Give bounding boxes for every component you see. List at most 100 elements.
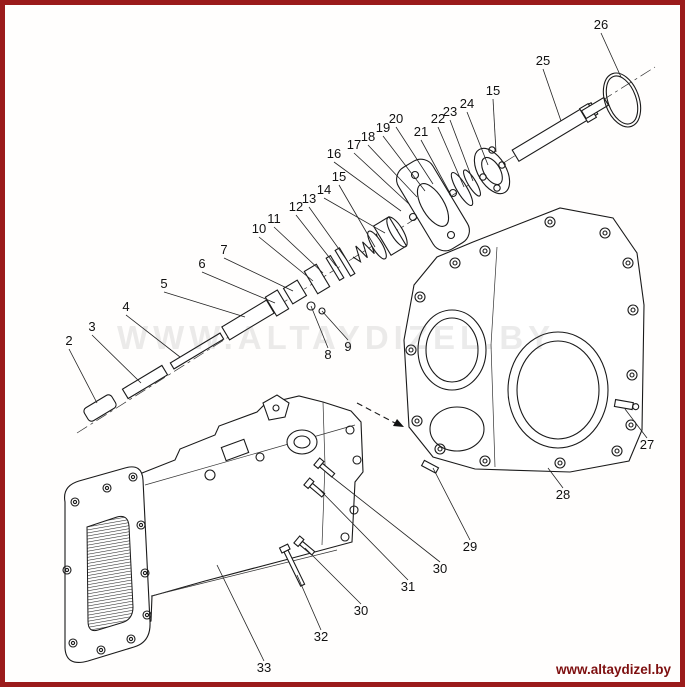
callout-leader-8-24 xyxy=(310,305,329,349)
primary-shaft xyxy=(221,299,275,341)
thrust-washer xyxy=(325,254,345,282)
case-top-hole xyxy=(204,469,216,481)
case-flange-bolt-holes xyxy=(62,472,152,655)
case-top-hole-2 xyxy=(255,452,265,462)
callout-label-23-4: 23 xyxy=(443,104,457,119)
o-ring xyxy=(602,72,642,128)
callout-leader-10-17 xyxy=(258,236,314,282)
callout-leader-12-15 xyxy=(295,214,337,267)
callout-leader-9-25 xyxy=(321,310,349,341)
breather-stud xyxy=(613,398,640,411)
callout-label-6-19: 6 xyxy=(198,256,205,271)
callout-label-30-29: 30 xyxy=(433,561,447,576)
input-shaft-assembly xyxy=(83,72,642,422)
snap-ring xyxy=(367,230,387,260)
housing-face-edge xyxy=(490,246,498,468)
housing-bore-large-inner xyxy=(516,340,600,440)
callout-leader-26-0 xyxy=(600,32,622,78)
callout-leader-19-8 xyxy=(382,135,426,192)
housing-bore-large xyxy=(507,331,609,449)
callout-label-8-24: 8 xyxy=(324,347,331,362)
callout-label-12-15: 12 xyxy=(289,199,303,214)
case-bearing-boss-inner xyxy=(293,435,311,449)
spacer-collar xyxy=(282,279,308,305)
shim-ring-2 xyxy=(462,169,482,197)
mounting-bolt xyxy=(293,535,316,556)
callout-label-30-31: 30 xyxy=(354,603,368,618)
thrust-washer-2 xyxy=(334,247,356,277)
case-bottom-edge xyxy=(150,549,338,597)
callouts-layer: 2625152423222120191817161514131211107654… xyxy=(65,17,654,675)
callout-leader-15-2 xyxy=(492,98,497,153)
callout-label-28-27: 28 xyxy=(556,487,570,502)
callout-leader-28-27 xyxy=(547,467,564,489)
callout-leader-32-32 xyxy=(296,574,322,631)
ball-bearing xyxy=(473,146,511,195)
callout-label-13-14: 13 xyxy=(302,191,316,206)
callout-leader-27-26 xyxy=(624,408,648,439)
callout-leader-23-4 xyxy=(449,119,474,182)
housing-outline xyxy=(403,207,645,473)
callout-leader-5-20 xyxy=(163,291,246,318)
retainer-plate-bore xyxy=(416,183,450,227)
callout-label-25-1: 25 xyxy=(536,53,550,68)
assembly-arrow xyxy=(356,402,404,427)
callout-label-2-23: 2 xyxy=(65,333,72,348)
synchro-gear-face xyxy=(386,216,408,248)
housing-bore-small xyxy=(417,309,487,391)
case-top-opening xyxy=(220,438,250,462)
shift-bracket xyxy=(262,394,290,421)
callout-label-14-13: 14 xyxy=(317,182,331,197)
callout-leader-22-5 xyxy=(437,126,465,188)
callout-leader-16-11 xyxy=(333,161,402,212)
case-bearing-boss xyxy=(286,429,318,455)
housing-bolt-holes xyxy=(405,216,639,469)
callout-leader-7-18 xyxy=(223,257,294,292)
callout-leader-15-12 xyxy=(338,184,376,248)
callout-label-4-21: 4 xyxy=(122,299,129,314)
spline-section xyxy=(121,364,169,400)
callout-leader-25-1 xyxy=(542,68,562,122)
callout-leader-30-29 xyxy=(326,472,441,563)
callout-label-11-16: 11 xyxy=(267,211,281,226)
callout-leader-30-31 xyxy=(304,547,362,605)
callout-leader-3-22 xyxy=(91,334,142,384)
callout-label-33-33: 33 xyxy=(257,660,271,675)
callout-leader-18-9 xyxy=(367,144,418,198)
shaft-tip xyxy=(580,96,610,120)
dowel-pin xyxy=(420,459,440,474)
case-body xyxy=(136,395,364,625)
long-bolt xyxy=(278,543,306,587)
callout-label-17-10: 17 xyxy=(347,137,361,152)
callout-leader-33-33 xyxy=(216,564,265,662)
callout-label-24-3: 24 xyxy=(460,96,474,111)
case-rear-flange-holes xyxy=(340,425,362,542)
callout-label-15-12: 15 xyxy=(332,169,346,184)
housing-bore-lower xyxy=(429,406,485,452)
callout-label-31-30: 31 xyxy=(401,579,415,594)
callout-label-26-0: 26 xyxy=(594,17,608,32)
shim-ring xyxy=(450,171,474,207)
callout-label-20-7: 20 xyxy=(389,111,403,126)
callout-label-9-25: 9 xyxy=(344,339,351,354)
callout-leader-6-19 xyxy=(201,271,276,304)
callout-label-19-8: 19 xyxy=(376,120,390,135)
callout-label-3-22: 3 xyxy=(88,319,95,334)
callout-leader-2-23 xyxy=(68,348,98,404)
callout-leader-20-7 xyxy=(395,126,434,185)
shift-bracket-hole xyxy=(272,404,280,412)
callout-leader-17-10 xyxy=(353,152,410,205)
callout-label-21-6: 21 xyxy=(414,124,428,139)
spline-collar xyxy=(264,289,290,317)
callout-leader-29-28 xyxy=(432,467,471,541)
case-flange-opening xyxy=(86,515,134,632)
shaft-stem xyxy=(169,332,225,370)
callout-leader-14-13 xyxy=(323,197,386,234)
callout-leader-13-14 xyxy=(308,206,347,260)
callout-label-29-28: 29 xyxy=(463,539,477,554)
case-top-edge xyxy=(144,424,356,486)
callout-label-15-2: 15 xyxy=(486,83,500,98)
housing-bore-small-inner xyxy=(425,317,479,383)
callout-label-16-11: 16 xyxy=(327,146,341,161)
